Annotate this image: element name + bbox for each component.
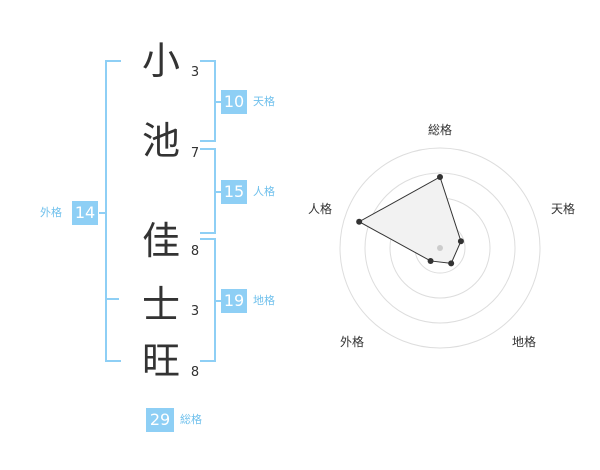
- chikaku-connector: [216, 300, 221, 302]
- radar-axis-label-2: 天格: [551, 201, 575, 216]
- radar-axis-label-3: 地格: [512, 334, 536, 349]
- tenkaku-connector: [216, 101, 221, 103]
- tenkaku-label: 天格: [253, 95, 275, 108]
- stroke-count-3: 8: [190, 244, 200, 259]
- jinkaku-connector: [216, 191, 221, 193]
- stroke-count-2: 7: [190, 146, 200, 161]
- gaikaku-bracket: [105, 60, 121, 362]
- chikaku-bracket: [200, 238, 216, 362]
- radar-ring: [339, 147, 541, 349]
- radar-axis-label-4: 外格: [340, 334, 364, 349]
- gaikaku-value: 14: [72, 201, 98, 225]
- radar-point-1: [437, 174, 443, 180]
- stroke-count-4: 3: [190, 304, 200, 319]
- tenkaku-bracket: [200, 60, 216, 142]
- stroke-count-1: 3: [190, 65, 200, 80]
- radar-ring: [364, 172, 516, 324]
- gaikaku-connector: [99, 212, 105, 214]
- name-char-3: 佳: [141, 219, 180, 263]
- soukaku-value: 29: [146, 408, 174, 432]
- radar-point-4: [427, 257, 434, 264]
- name-char-5: 旺: [141, 339, 180, 383]
- jinkaku-label: 人格: [253, 185, 275, 198]
- chikaku-value: 19: [221, 289, 247, 313]
- gaikaku-divider: [105, 298, 119, 300]
- jinkaku-value: 15: [221, 180, 247, 204]
- gaikaku-label: 外格: [40, 206, 62, 219]
- tenkaku-value: 10: [221, 90, 247, 114]
- radar-point-3: [448, 260, 455, 267]
- radar-axis-label-1: 総格: [428, 122, 452, 137]
- radar-center: [437, 245, 443, 251]
- soukaku-label: 総格: [180, 413, 202, 426]
- radar-point-2: [457, 238, 464, 245]
- name-char-2: 池: [141, 119, 180, 163]
- radar-shape: [358, 176, 462, 264]
- radar-point-5: [356, 218, 363, 225]
- jinkaku-bracket: [200, 148, 216, 234]
- radar-axis-label-5: 人格: [308, 201, 332, 216]
- name-char-1: 小: [141, 39, 180, 83]
- name-char-4: 士: [141, 283, 180, 327]
- stroke-count-5: 8: [190, 365, 200, 380]
- chikaku-label: 地格: [253, 294, 275, 307]
